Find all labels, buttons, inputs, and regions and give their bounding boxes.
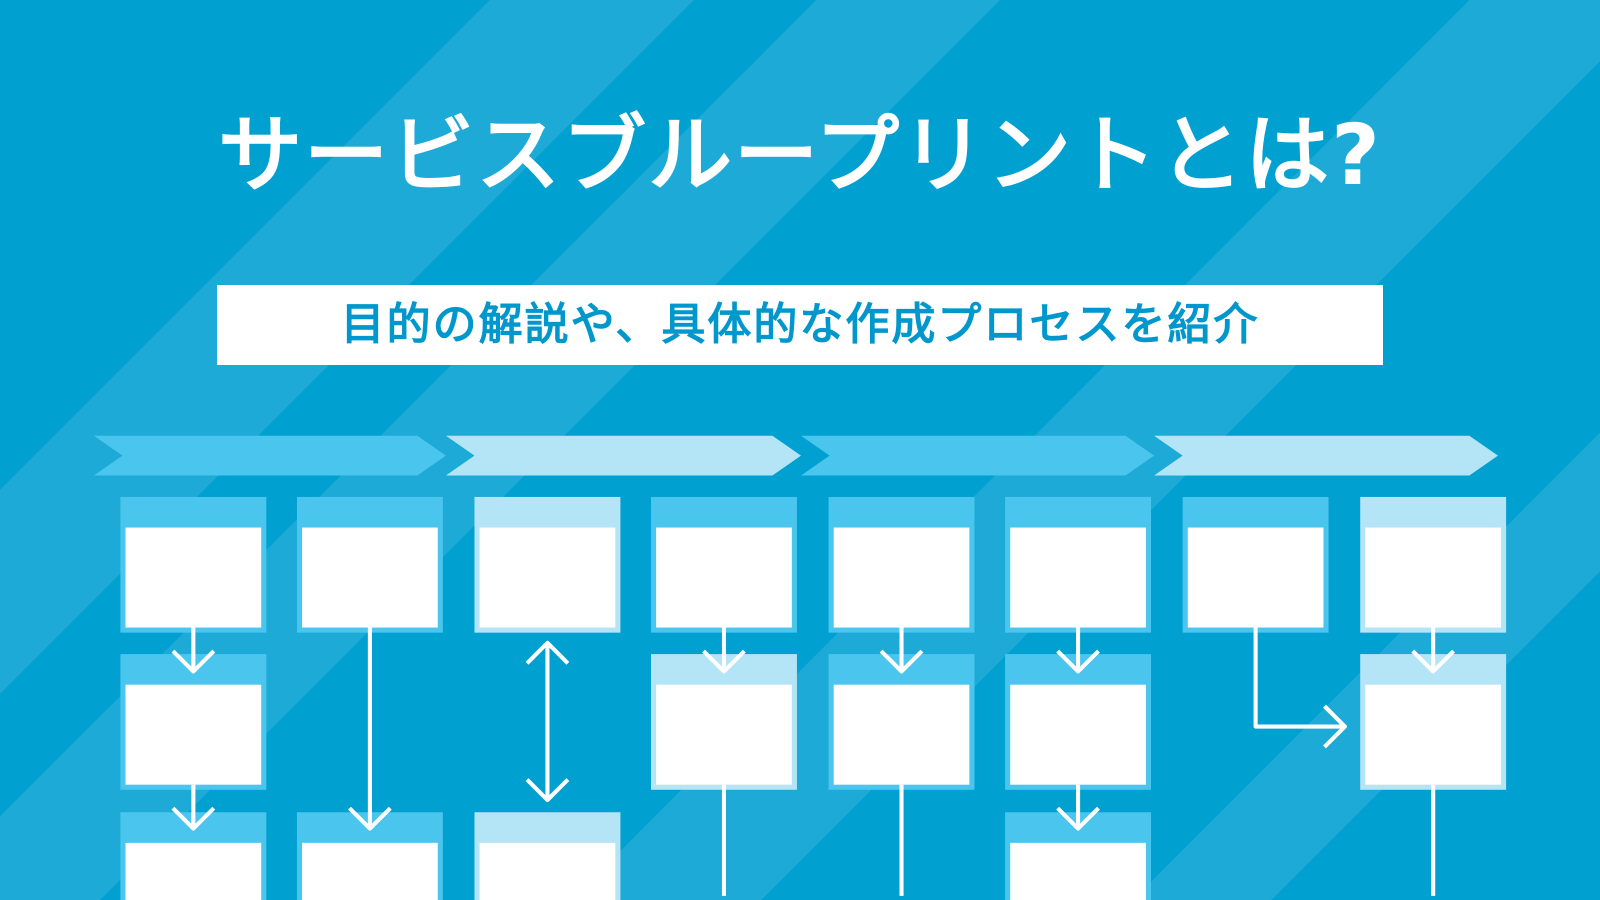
arrow-elbow-right bbox=[1253, 627, 1347, 749]
arrow-bidirectional bbox=[525, 640, 570, 803]
box-card bbox=[833, 527, 970, 628]
arrow-down bbox=[1056, 627, 1100, 674]
box-card bbox=[479, 527, 616, 628]
blueprint-box bbox=[828, 496, 975, 633]
phase-chevron-1 bbox=[93, 435, 446, 476]
blueprint-box bbox=[1005, 654, 1152, 790]
blueprint-box bbox=[120, 654, 267, 790]
box-card bbox=[479, 842, 616, 900]
arrow-down bbox=[348, 627, 392, 831]
box-card bbox=[1010, 842, 1146, 900]
box-card bbox=[125, 684, 262, 785]
box-card bbox=[833, 684, 970, 785]
subtitle-banner: 目的の解説や、具体的な作成プロセスを紹介 bbox=[217, 285, 1383, 365]
blueprint-boxes bbox=[120, 496, 1507, 900]
blueprint-arrows bbox=[171, 627, 1456, 896]
box-card bbox=[656, 684, 792, 785]
arrow-down bbox=[171, 784, 216, 831]
box-card bbox=[1010, 684, 1146, 785]
arrow-down bbox=[1056, 784, 1100, 831]
blueprint-box bbox=[474, 496, 621, 633]
blueprint-box bbox=[1182, 496, 1329, 633]
blueprint-box bbox=[296, 496, 443, 633]
phase-chevron-2 bbox=[445, 435, 802, 476]
blueprint-box bbox=[828, 654, 975, 790]
arrow-down bbox=[1411, 627, 1456, 674]
blueprint-box bbox=[651, 496, 797, 633]
box-card bbox=[302, 527, 438, 628]
blueprint-box bbox=[1360, 654, 1507, 790]
blueprint-box bbox=[296, 812, 443, 900]
phase-chevrons bbox=[93, 435, 1498, 476]
blueprint-box bbox=[120, 496, 267, 633]
box-card bbox=[1187, 527, 1324, 628]
box-card bbox=[125, 527, 262, 628]
blueprint-box bbox=[474, 812, 621, 900]
box-card bbox=[1010, 527, 1146, 628]
blueprint-box bbox=[651, 654, 797, 790]
box-card bbox=[1365, 684, 1502, 785]
blueprint-box bbox=[1360, 496, 1507, 633]
arrow-down bbox=[171, 627, 216, 674]
box-card bbox=[656, 527, 792, 628]
phase-chevron-4 bbox=[1154, 435, 1498, 476]
subtitle: 目的の解説や、具体的な作成プロセスを紹介 bbox=[340, 299, 1260, 350]
arrow-down bbox=[702, 627, 746, 674]
page-title: サービスブループリントとは? bbox=[218, 106, 1382, 204]
arrow-down bbox=[879, 627, 924, 674]
blueprint-box bbox=[1005, 812, 1152, 900]
box-card bbox=[302, 842, 438, 900]
blueprint-box bbox=[1005, 496, 1152, 633]
phase-chevron-3 bbox=[801, 435, 1155, 476]
box-card bbox=[1365, 527, 1502, 628]
box-card bbox=[125, 842, 262, 900]
